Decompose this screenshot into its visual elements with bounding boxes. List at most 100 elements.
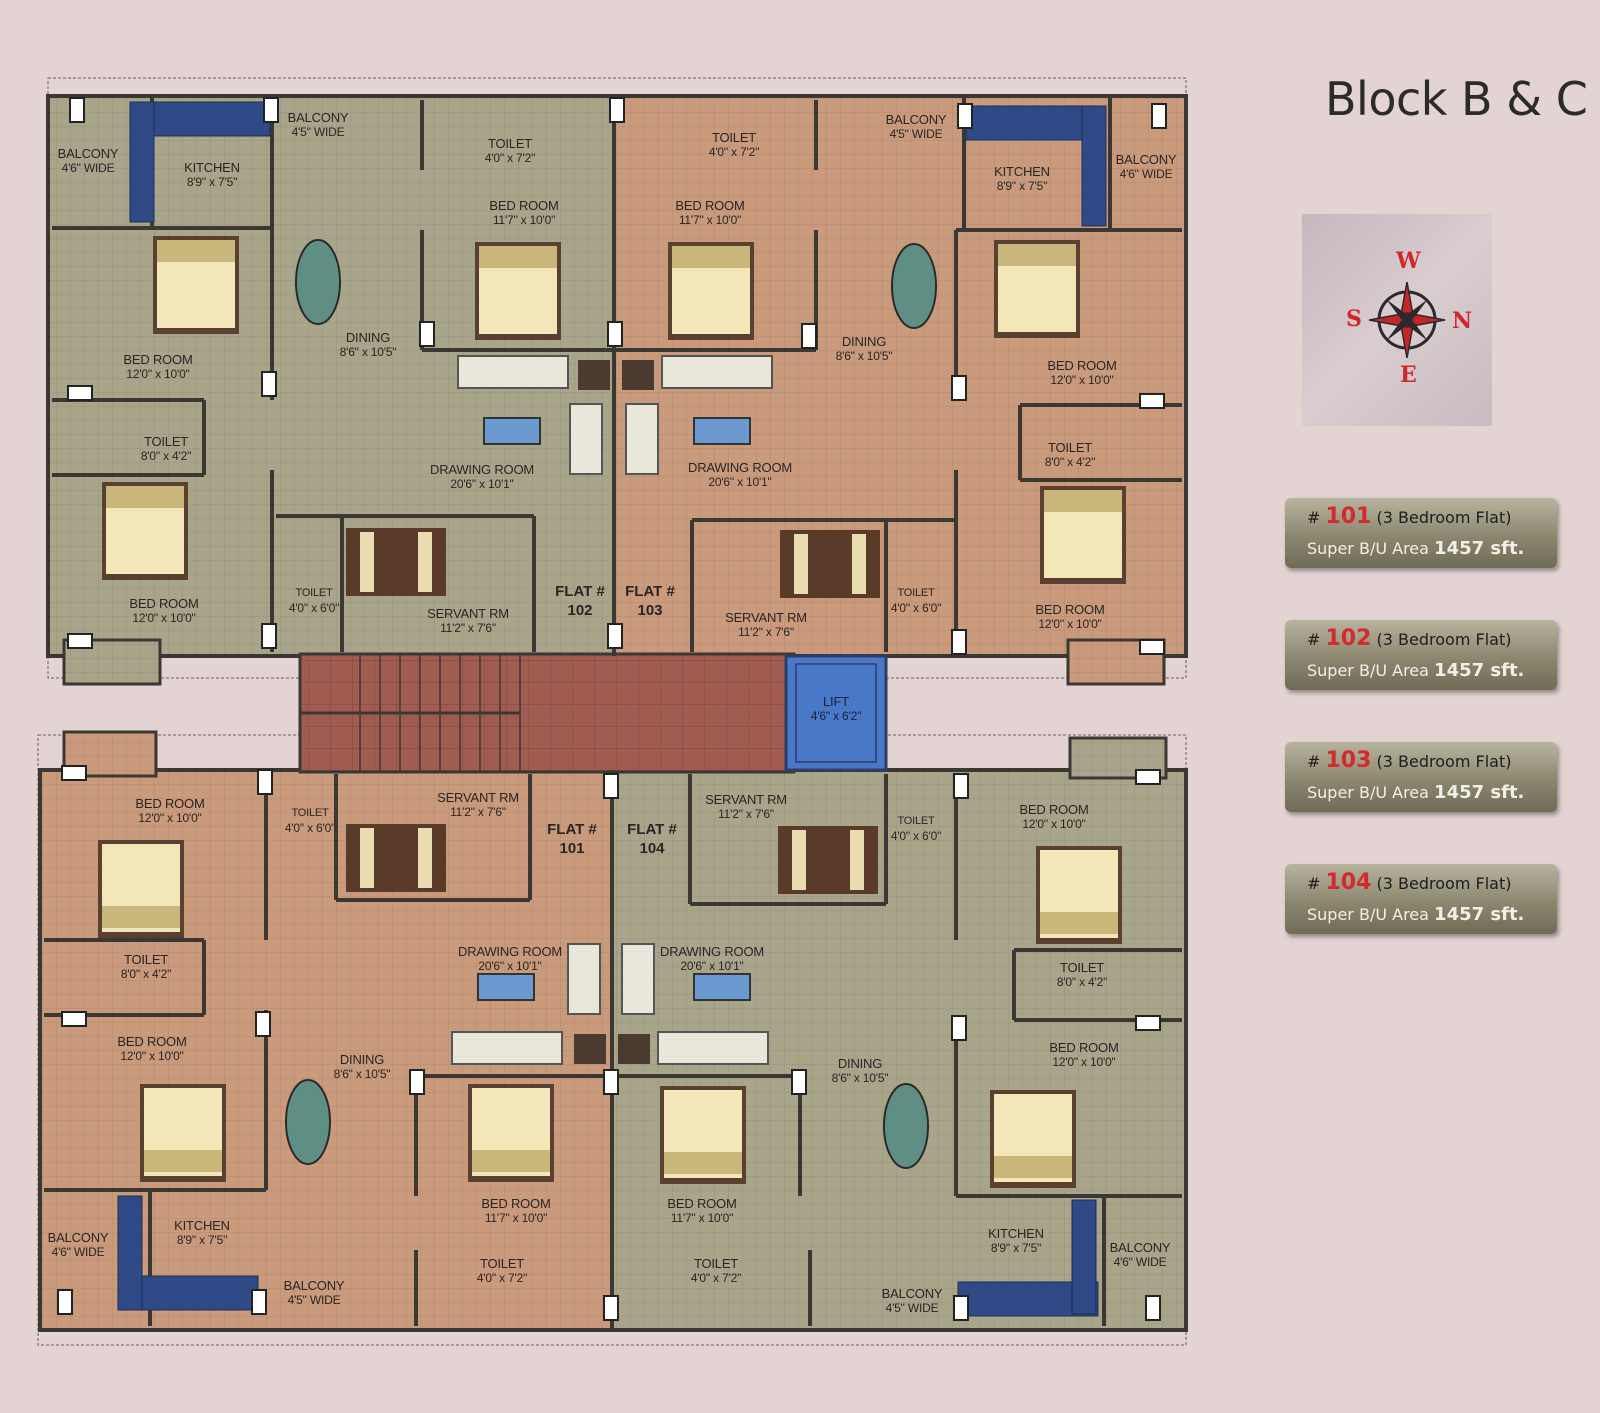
bed-icon bbox=[778, 826, 878, 894]
room-name: DRAWING ROOM bbox=[660, 944, 764, 959]
room-name: SERVANT RM bbox=[437, 790, 519, 805]
compass-s-label: S bbox=[1346, 306, 1362, 332]
room-name: BED ROOM bbox=[129, 596, 199, 611]
compass: W S N E bbox=[1302, 214, 1492, 426]
room-dims: 4'0" x 6'0" bbox=[890, 601, 942, 615]
room-name: BED ROOM bbox=[675, 198, 745, 213]
flat-number: 101 bbox=[1325, 504, 1372, 529]
room-dims: 4'0" x 6'0" bbox=[890, 829, 942, 843]
flat-hash: # bbox=[1307, 874, 1321, 893]
area-label: Super B/U Area bbox=[1307, 783, 1429, 802]
room-dims: 4'6" WIDE bbox=[61, 161, 115, 175]
sofa-icon bbox=[625, 403, 659, 475]
room-name: BALCONY bbox=[1115, 152, 1177, 167]
room-dims: 11'2" x 7'6" bbox=[440, 621, 496, 635]
sofa-icon bbox=[661, 355, 773, 389]
room-dims: 4'6" WIDE bbox=[1113, 1255, 1167, 1269]
bed-icon bbox=[468, 1084, 554, 1182]
compass-w-label: W bbox=[1396, 248, 1421, 274]
room-name: DINING bbox=[339, 1052, 385, 1067]
room-name: BALCONY bbox=[1109, 1240, 1171, 1255]
room-dims: 8'6" x 10'5" bbox=[339, 345, 397, 359]
bed-icon bbox=[994, 240, 1080, 338]
room-name: BED ROOM bbox=[123, 352, 193, 367]
flat-tag-number: 102 bbox=[567, 602, 593, 619]
flat-card-101: # 101 (3 Bedroom Flat) Super B/U Area 14… bbox=[1285, 498, 1557, 568]
room-dims: 12'0" x 10'0" bbox=[126, 367, 190, 381]
area-label: Super B/U Area bbox=[1307, 539, 1429, 558]
room-dims: 11'7" x 10'0" bbox=[484, 1211, 548, 1225]
bed-icon bbox=[1036, 846, 1122, 944]
bed-icon bbox=[98, 840, 184, 938]
flat-card-104: # 104 (3 Bedroom Flat) Super B/U Area 14… bbox=[1285, 864, 1557, 934]
room-name: DINING bbox=[841, 334, 887, 349]
bed-icon bbox=[660, 1086, 746, 1184]
room-name: BALCONY bbox=[287, 110, 349, 125]
dining-table-icon bbox=[285, 1079, 331, 1165]
room-dims: 8'6" x 10'5" bbox=[835, 349, 893, 363]
room-dims: 20'6" x 10'1" bbox=[708, 475, 772, 489]
flat-tag-number: 103 bbox=[637, 602, 663, 619]
room-dims: 12'0" x 10'0" bbox=[1050, 373, 1114, 387]
room-name: TOILET bbox=[897, 815, 935, 827]
room-dims: 4'0" x 6'0" bbox=[288, 601, 340, 615]
room-name: BED ROOM bbox=[1035, 602, 1105, 617]
room-name: BALCONY bbox=[57, 146, 119, 161]
bed-icon bbox=[346, 824, 446, 892]
flat-tag-101: FLAT # 101 bbox=[547, 820, 597, 858]
compass-n-label: N bbox=[1452, 308, 1473, 334]
dining-table-icon bbox=[891, 243, 937, 329]
room-dims: 4'0" x 7'2" bbox=[484, 151, 536, 165]
room-name: BALCONY bbox=[885, 112, 947, 127]
room-name: BED ROOM bbox=[489, 198, 559, 213]
room-name: KITCHEN bbox=[988, 1226, 1044, 1241]
flat-tag-text: FLAT # bbox=[547, 821, 597, 838]
flat-number: 104 bbox=[1325, 870, 1372, 895]
compass-rose-icon bbox=[1368, 281, 1446, 359]
room-name: DINING bbox=[345, 330, 391, 345]
room-name: SERVANT RM bbox=[705, 792, 787, 807]
bed-icon bbox=[990, 1090, 1076, 1188]
room-dims: 4'0" x 7'2" bbox=[476, 1271, 528, 1285]
room-name: TOILET bbox=[123, 952, 169, 967]
flat-tag-number: 101 bbox=[559, 840, 585, 857]
room-dims: 20'6" x 10'1" bbox=[680, 959, 744, 973]
room-dims: 11'7" x 10'0" bbox=[670, 1211, 734, 1225]
room-name: TOILET bbox=[897, 587, 935, 599]
room-name: TOILET bbox=[487, 136, 533, 151]
room-dims: 8'6" x 10'5" bbox=[333, 1067, 391, 1081]
tv-icon bbox=[483, 417, 541, 445]
room-name: DRAWING ROOM bbox=[688, 460, 792, 475]
dining-table-icon bbox=[883, 1083, 929, 1169]
flat-type: (3 Bedroom Flat) bbox=[1376, 508, 1512, 527]
room-name: BED ROOM bbox=[1047, 358, 1117, 373]
room-name: TOILET bbox=[1059, 960, 1105, 975]
flat-tag-102: FLAT #102 bbox=[555, 582, 605, 620]
bed-icon bbox=[102, 482, 188, 580]
room-dims: 11'2" x 7'6" bbox=[450, 805, 506, 819]
